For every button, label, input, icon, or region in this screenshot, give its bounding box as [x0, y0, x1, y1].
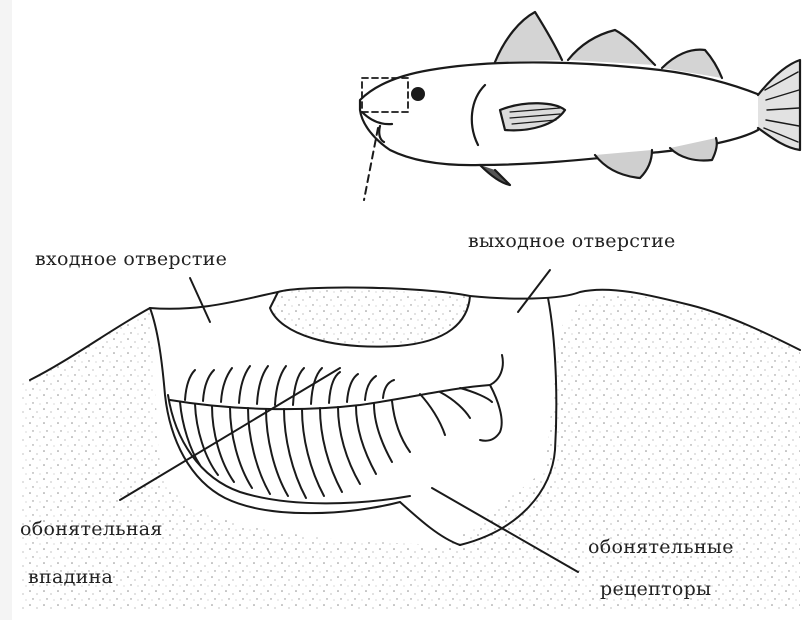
pelvic-fin	[480, 165, 510, 185]
receptors-label-line2: рецепторы	[600, 580, 711, 599]
surface-line	[150, 292, 278, 309]
zoom-pointer	[364, 128, 378, 200]
dorsal-fin-2	[568, 30, 655, 65]
outlet-label: выходное отверстие	[468, 232, 676, 251]
cavity-label-line1: обонятельная	[20, 520, 163, 539]
tail-fin	[758, 60, 800, 150]
inlet-label: входное отверстие	[35, 250, 227, 269]
cavity-label-line2: впадина	[28, 568, 113, 587]
cross-section	[20, 270, 800, 610]
receptors-label-line1: обонятельные	[588, 538, 734, 557]
outlet-pointer	[518, 270, 550, 312]
inlet-pointer	[190, 278, 210, 322]
tissue-left	[20, 308, 450, 610]
cavity-floor	[400, 502, 460, 545]
fish-drawing	[360, 12, 800, 200]
cavity-inner-curve	[480, 385, 502, 441]
dorsal-fin-1	[495, 12, 562, 62]
tissue-right	[440, 294, 800, 610]
fish-eye	[411, 87, 425, 101]
